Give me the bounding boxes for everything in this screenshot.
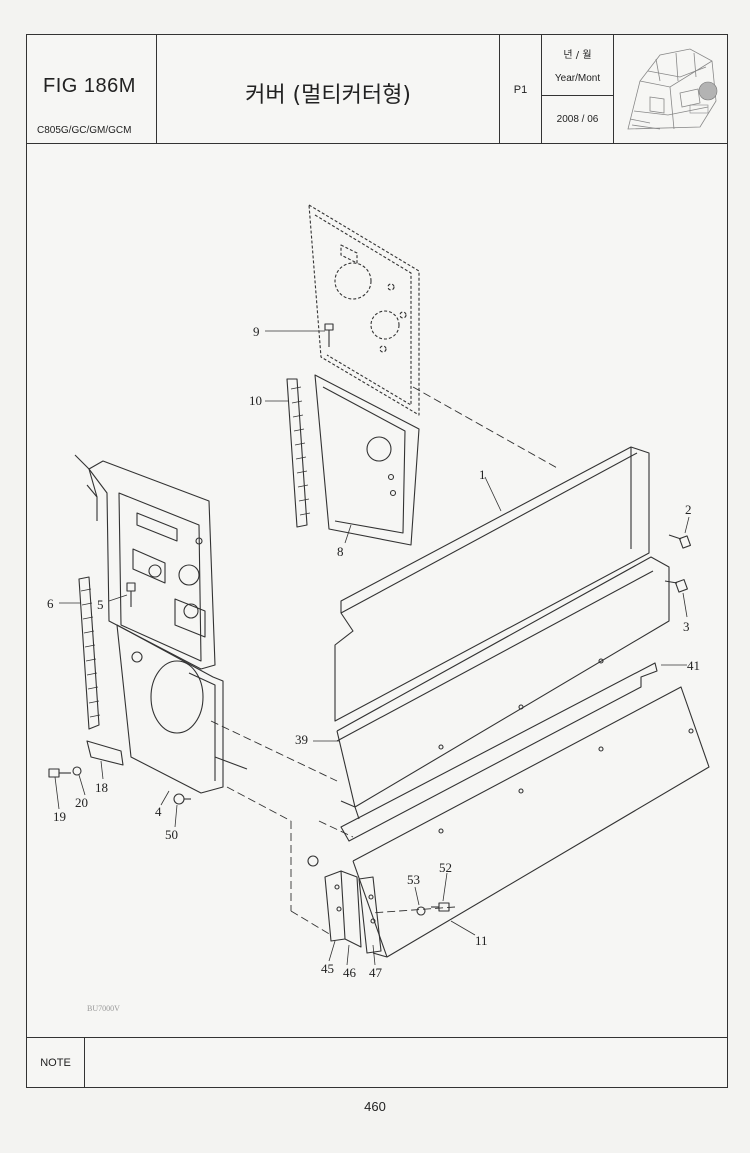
part-label-46: 46 xyxy=(343,965,357,980)
bolt-3-shape xyxy=(664,579,688,593)
frame-plate-8-shape xyxy=(314,374,420,546)
header-block: FIG 186M C805G/GC/GM/GCM 커버 (멀티커터형) P1 년… xyxy=(27,35,727,144)
part-label-52: 52 xyxy=(439,860,452,875)
page-code: P1 xyxy=(513,84,528,96)
model-codes: C805G/GC/GM/GCM xyxy=(37,125,132,136)
part-label-18: 18 xyxy=(95,780,108,795)
seal-strip-10-shape xyxy=(286,378,311,528)
part-label-5: 5 xyxy=(97,597,104,612)
bolt-52-washer-53-shape xyxy=(416,902,450,916)
date-divider xyxy=(542,95,613,96)
part-label-1: 1 xyxy=(479,467,486,482)
year-month-label-en: Year/Mont xyxy=(554,73,601,84)
part-label-47: 47 xyxy=(369,965,383,980)
part-label-45: 45 xyxy=(321,961,334,976)
washer-20-shape xyxy=(72,766,82,776)
channel-panel-39-shape xyxy=(336,556,670,820)
bolt-2-shape xyxy=(668,534,692,549)
date-cell: 년 / 월 Year/Mont 2008 / 06 xyxy=(542,35,614,143)
part-label-50: 50 xyxy=(165,827,178,842)
lower-panel-11-shape xyxy=(352,686,710,958)
part-label-8: 8 xyxy=(337,544,344,559)
machine-thumbnail-image xyxy=(627,48,718,130)
bolt-9-shape xyxy=(324,323,334,347)
bracket-18-shape xyxy=(86,740,124,766)
dashed-alignment-lines xyxy=(210,386,560,936)
bracket-45-46-47-shape xyxy=(324,870,382,954)
part-label-39: 39 xyxy=(295,732,308,747)
page-title: 커버 (멀티커터형) xyxy=(245,83,411,108)
leader-lines xyxy=(54,330,690,966)
drawing-code: BU7000V xyxy=(87,1004,120,1013)
exploded-parts-diagram: 9 10 1 2 3 41 8 6 5 39 19 20 18 4 50 53 … xyxy=(47,204,710,1013)
nut-shape xyxy=(307,855,319,867)
bolt-19-shape xyxy=(48,768,71,778)
part-label-2: 2 xyxy=(685,502,692,517)
part-label-19: 19 xyxy=(53,809,66,824)
lower-plate-4-shape xyxy=(116,624,248,794)
part-label-53: 53 xyxy=(407,872,420,887)
year-month-label-ko: 년 / 월 xyxy=(563,50,592,61)
part-label-41: 41 xyxy=(687,658,700,673)
part-label-6: 6 xyxy=(47,596,54,611)
title-cell: 커버 (멀티커터형) xyxy=(157,35,500,143)
figure-number: FIG 186M xyxy=(43,75,136,97)
figure-cell: FIG 186M C805G/GC/GM/GCM xyxy=(27,35,157,143)
part-label-10: 10 xyxy=(249,393,262,408)
dashed-plate-shape xyxy=(308,204,420,416)
long-cover-panel-1-shape xyxy=(334,446,650,722)
bolt-5-shape xyxy=(126,582,136,607)
nut-50-shape xyxy=(173,793,191,805)
note-label: NOTE xyxy=(27,1038,85,1088)
part-label-9: 9 xyxy=(253,324,260,339)
part-label-20: 20 xyxy=(75,795,88,810)
page-frame: FIG 186M C805G/GC/GM/GCM 커버 (멀티커터형) P1 년… xyxy=(26,34,728,1088)
page-code-cell: P1 xyxy=(500,35,542,143)
strip-41-shape xyxy=(340,662,658,842)
revision-date: 2008 / 06 xyxy=(556,114,599,125)
seal-strip-6-shape xyxy=(78,576,101,730)
part-label-11: 11 xyxy=(475,933,488,948)
page-number: 460 xyxy=(364,1099,386,1114)
upper-housing-shape xyxy=(74,454,216,670)
note-row: NOTE xyxy=(27,1037,727,1088)
part-label-4: 4 xyxy=(155,804,162,819)
part-label-3: 3 xyxy=(683,619,690,634)
thumbnail-cell xyxy=(614,35,727,143)
